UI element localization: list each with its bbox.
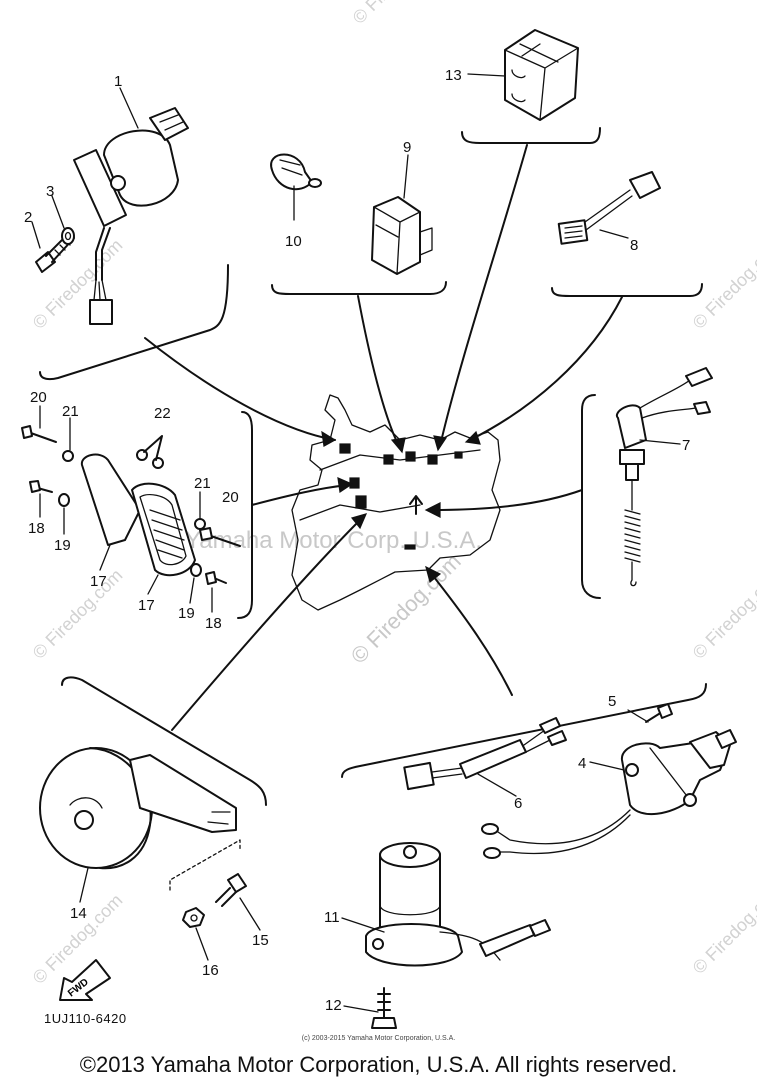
nut-part-16 <box>182 907 205 928</box>
flasher-relay-part-9 <box>371 196 433 275</box>
label-15: 15 <box>252 932 269 949</box>
clamp-part-10 <box>270 153 322 191</box>
bolt-part-15 <box>215 873 247 907</box>
watermark-frame-text: Yamaha Motor Corp. U.S.A. <box>185 527 482 554</box>
harness-part-6 <box>403 717 567 791</box>
label-17a: 17 <box>90 573 107 590</box>
label-19a: 19 <box>54 537 71 554</box>
label-20b: 20 <box>222 489 239 506</box>
label-18b: 18 <box>205 615 222 632</box>
label-13: 13 <box>445 67 462 84</box>
label-21b: 21 <box>194 475 211 492</box>
label-9: 9 <box>403 139 411 156</box>
leader-horn <box>171 517 363 731</box>
watermark-edge-4: © Firedog.com <box>689 565 757 663</box>
frame-outline <box>291 394 501 611</box>
small-copyright: (c) 2003-2015 Yamaha Motor Corporation, … <box>301 1035 456 1042</box>
label-18a: 18 <box>28 520 45 537</box>
washer-part-19b <box>190 563 202 577</box>
leader-1 <box>144 337 336 441</box>
leader-13 <box>439 144 528 447</box>
screw-part-20a <box>21 425 57 443</box>
nut-part-21a <box>62 450 74 462</box>
label-7: 7 <box>682 437 690 454</box>
watermark-edge-3: © Firedog.com <box>29 565 127 663</box>
label-1: 1 <box>114 73 122 90</box>
watermark-center: © Firedog.com <box>346 549 466 669</box>
main-switch-part-1 <box>73 107 189 325</box>
drawing-code: 1UJ110-6420 <box>44 1011 127 1026</box>
label-6: 6 <box>514 795 522 812</box>
screws-part-22 <box>136 435 164 469</box>
copyright-notice: ©2013 Yamaha Motor Corporation, U.S.A. A… <box>79 1052 678 1077</box>
screw-part-18b <box>205 571 227 585</box>
label-21a: 21 <box>62 403 79 420</box>
nut-part-21b <box>194 518 206 530</box>
washer-part-19a <box>58 493 70 507</box>
label-2: 2 <box>24 209 32 226</box>
label-22: 22 <box>154 405 171 422</box>
label-8: 8 <box>630 237 638 254</box>
bracket-flashers <box>237 411 253 619</box>
label-20a: 20 <box>30 389 47 406</box>
flasher-group <box>80 453 196 577</box>
relay-part-13 <box>504 29 579 121</box>
leader-lower-right <box>429 571 513 696</box>
washer-part-3 <box>61 227 75 245</box>
bracket-13 <box>461 127 601 144</box>
screw-part-18a <box>29 480 53 493</box>
bracket-horn <box>61 676 267 806</box>
bracket-8 <box>551 283 703 297</box>
leader-flashers <box>251 484 349 506</box>
leader-9 <box>357 295 401 449</box>
label-12: 12 <box>325 997 342 1014</box>
leader-7 <box>429 489 583 511</box>
horn-part-14 <box>39 747 237 870</box>
label-16: 16 <box>202 962 219 979</box>
switch-part-7 <box>615 367 713 587</box>
label-14: 14 <box>70 905 87 922</box>
bracket-7 <box>581 394 601 599</box>
group-brackets <box>39 127 707 891</box>
bracket-horn-fasteners <box>169 839 241 891</box>
label-4: 4 <box>578 755 586 772</box>
forward-arrow: FWD <box>59 959 111 1001</box>
watermark-edge-7: © Firedog.com <box>349 0 447 28</box>
connector-part-8 <box>557 171 661 245</box>
watermark-edge-2: © Firedog.com <box>689 235 757 333</box>
leader-lines <box>144 144 623 731</box>
label-5: 5 <box>608 693 616 710</box>
leader-8 <box>469 296 623 441</box>
part-labels: 1 2 3 4 5 6 7 8 9 10 11 12 13 14 15 16 1… <box>24 67 690 1014</box>
label-3: 3 <box>46 183 54 200</box>
screw-part-20b <box>199 527 241 547</box>
bracket-9-10 <box>271 281 447 295</box>
bolt-part-12 <box>371 987 397 1029</box>
switch-part-4 <box>481 729 737 859</box>
label-17b: 17 <box>138 597 155 614</box>
watermark-edge-6: © Firedog.com <box>689 880 757 978</box>
label-19b: 19 <box>178 605 195 622</box>
bracket-lower-right <box>341 683 707 778</box>
solenoid-part-11 <box>365 842 551 967</box>
bracket-1 <box>39 264 229 381</box>
label-10: 10 <box>285 233 302 250</box>
label-11: 11 <box>324 909 340 926</box>
callout-lines <box>31 73 681 1013</box>
screw-part-5 <box>645 703 673 723</box>
